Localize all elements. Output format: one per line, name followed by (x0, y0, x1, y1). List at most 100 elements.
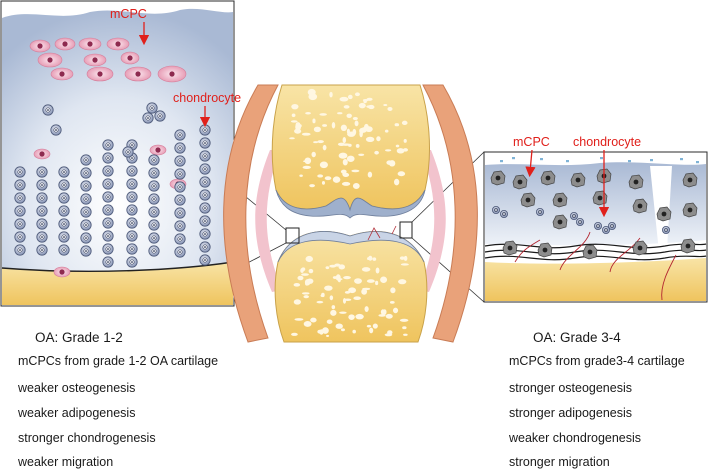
chondrocyte-cell (102, 152, 114, 164)
chondrocyte-cell (148, 154, 160, 166)
right-bone (485, 258, 706, 301)
chondrocyte-cell (14, 231, 26, 243)
trabecular-void (395, 144, 400, 148)
trabecular-void (322, 124, 328, 127)
chondrocyte-cell (148, 219, 160, 231)
degenerate-cell (582, 244, 598, 260)
right-callout-bottom (411, 237, 485, 303)
trabecular-void (330, 309, 337, 316)
right-zoom-box (399, 221, 413, 239)
degenerate-cell (540, 170, 556, 186)
right-mcpc-arrow (525, 149, 536, 178)
degenerate-cell (537, 242, 553, 258)
left-caption-line-4: stronger chondrogenesis (18, 431, 156, 445)
chondrocyte-cell (102, 204, 114, 216)
trabecular-void (300, 268, 304, 274)
trabecular-void (361, 267, 371, 272)
chondrocyte-cell (126, 165, 138, 177)
chondrocyte-cell (80, 167, 92, 179)
mcpc-cell (157, 65, 187, 83)
chondrocyte-cell (570, 211, 579, 220)
trabecular-void (342, 158, 348, 166)
trabecular-void (321, 180, 325, 185)
chondrocyte-cell (174, 194, 186, 206)
chondrocyte-cell (199, 137, 211, 149)
chondrocyte-cell (58, 244, 70, 256)
trabecular-void (368, 255, 373, 261)
trabecular-void (365, 136, 375, 143)
chondrocyte-cell (148, 206, 160, 218)
chondrocyte-cell (199, 163, 211, 175)
chondrocyte-cell (148, 193, 160, 205)
chondrocyte-cell (36, 179, 48, 191)
chondrocyte-cell (42, 104, 54, 116)
mcpc-cell (78, 37, 102, 51)
trabecular-bone-pattern (289, 88, 409, 337)
trabecular-void (294, 318, 304, 321)
chondrocyte-cell (126, 204, 138, 216)
chondrocyte-cell (199, 254, 211, 266)
chondrocyte-cell (148, 180, 160, 192)
left-caption-line-3: weaker adipogenesis (18, 406, 136, 420)
trabecular-void (338, 152, 348, 159)
chondrocyte-cell (36, 205, 48, 217)
trabecular-void (320, 294, 324, 297)
trabecular-void (352, 329, 356, 334)
debris-fragment (540, 158, 543, 161)
trabecular-void (301, 292, 310, 295)
chondrocyte-cell (608, 221, 617, 230)
chondrocyte-cell (174, 155, 186, 167)
trabecular-void (362, 287, 371, 291)
debris-fragment (512, 157, 515, 160)
trabecular-void (348, 287, 357, 294)
trabecular-void (355, 313, 364, 320)
debris-fragment (566, 160, 569, 163)
mcpc-cell (37, 52, 63, 68)
chondrocyte-cell (14, 205, 26, 217)
right-vessels (514, 231, 677, 301)
trabecular-void (367, 171, 373, 178)
chondrocyte-cell (58, 205, 70, 217)
left-caption-line-5: weaker migration (18, 455, 114, 469)
left-tidemark (1, 261, 234, 273)
trabecular-void (363, 99, 367, 104)
chondrocyte-cell (14, 244, 26, 256)
right-chondrocyte-cells (491, 205, 671, 234)
chondrocyte-cell (148, 232, 160, 244)
degenerate-cell (632, 240, 648, 256)
mcpc-cell (50, 67, 74, 81)
chondrocyte-cell (126, 178, 138, 190)
trabecular-void (383, 103, 388, 106)
trabecular-void (325, 266, 330, 270)
trabecular-void (317, 174, 324, 178)
trabecular-void (303, 295, 309, 299)
trabecular-void (297, 275, 304, 281)
trabecular-void (332, 176, 341, 183)
mcpc-cell (86, 66, 114, 82)
degenerate-cell (592, 190, 608, 206)
chondrocyte-cell (199, 124, 211, 136)
trabecular-void (324, 176, 332, 181)
cartilage-fissure (367, 225, 397, 241)
trabecular-void (366, 105, 374, 109)
chondrocyte-cell (80, 219, 92, 231)
mcpc-cell (106, 37, 130, 51)
trabecular-void (346, 155, 355, 162)
chondrocyte-cell (36, 166, 48, 178)
trabecular-void (394, 178, 400, 186)
trabecular-void (382, 309, 387, 315)
trabecular-void (366, 279, 375, 283)
debris-fragment (680, 158, 683, 161)
trabecular-void (326, 334, 330, 337)
trabecular-void (313, 141, 319, 144)
trabecular-void (358, 153, 365, 157)
chondrocyte-cell (536, 207, 545, 216)
debris-fragment (600, 157, 603, 160)
trabecular-void (369, 327, 374, 334)
debris-fragment (650, 159, 653, 162)
trabecular-void (403, 138, 407, 143)
left-mcpc-cells (29, 37, 187, 278)
trabecular-void (375, 267, 380, 274)
trabecular-void (399, 256, 405, 260)
